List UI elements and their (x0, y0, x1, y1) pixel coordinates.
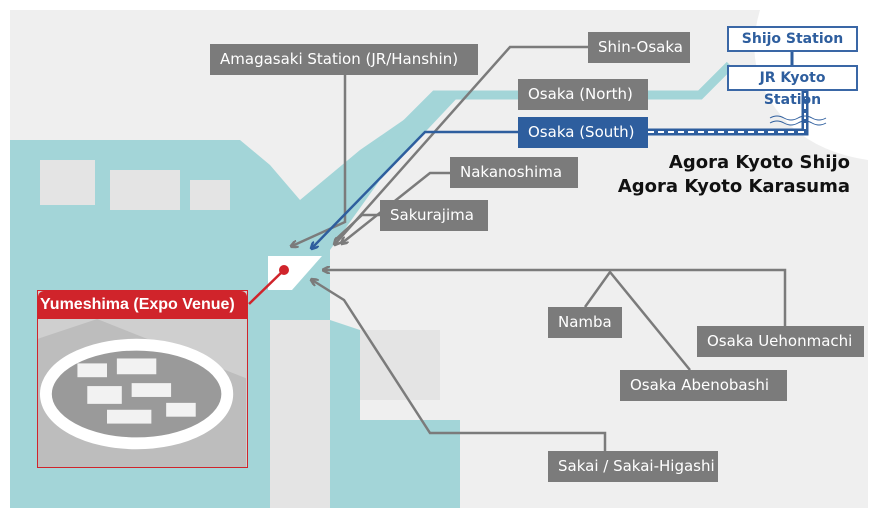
route-uehonmachi (324, 270, 787, 326)
distance-break-icon (769, 115, 827, 126)
station-abenobashi: Osaka Abenobashi (620, 370, 787, 401)
station-shin-osaka: Shin-Osaka (588, 32, 690, 63)
station-sakai: Sakai / Sakai-Higashi (548, 451, 718, 482)
route-amagasaki (292, 75, 347, 246)
river (286, 61, 734, 244)
venue-panel: Yumeshima (Expo Venue) (37, 290, 248, 468)
venue-illustration (38, 319, 246, 467)
station-namba: Namba (548, 307, 622, 338)
route-nakanoshima (342, 171, 450, 243)
yumeshima-island (268, 256, 322, 290)
shijo-station: Shijo Station (727, 26, 858, 52)
station-osaka-south: Osaka (South) (518, 117, 648, 148)
station-amagasaki: Amagasaki Station (JR/Hanshin) (210, 44, 478, 75)
agora-kyoto-shijo: Agora Kyoto Shijo (668, 152, 850, 173)
agora-kyoto-karasuma: Agora Kyoto Karasuma (617, 176, 850, 197)
station-osaka-north: Osaka (North) (518, 79, 648, 110)
route-namba-abenobashi (583, 269, 691, 371)
route-shin-osaka (335, 45, 588, 244)
route-sakurajima (334, 213, 380, 241)
route-osaka-south (312, 130, 518, 248)
venue-title: Yumeshima (Expo Venue) (38, 291, 247, 319)
station-nakanoshima: Nakanoshima (450, 157, 578, 188)
station-uehonmachi: Osaka Uehonmachi (697, 326, 864, 357)
venue-marker (279, 265, 289, 275)
station-sakurajima: Sakurajima (380, 200, 488, 231)
jr-kyoto-station: JR Kyoto Station (727, 65, 858, 108)
route-sakai (312, 280, 607, 451)
